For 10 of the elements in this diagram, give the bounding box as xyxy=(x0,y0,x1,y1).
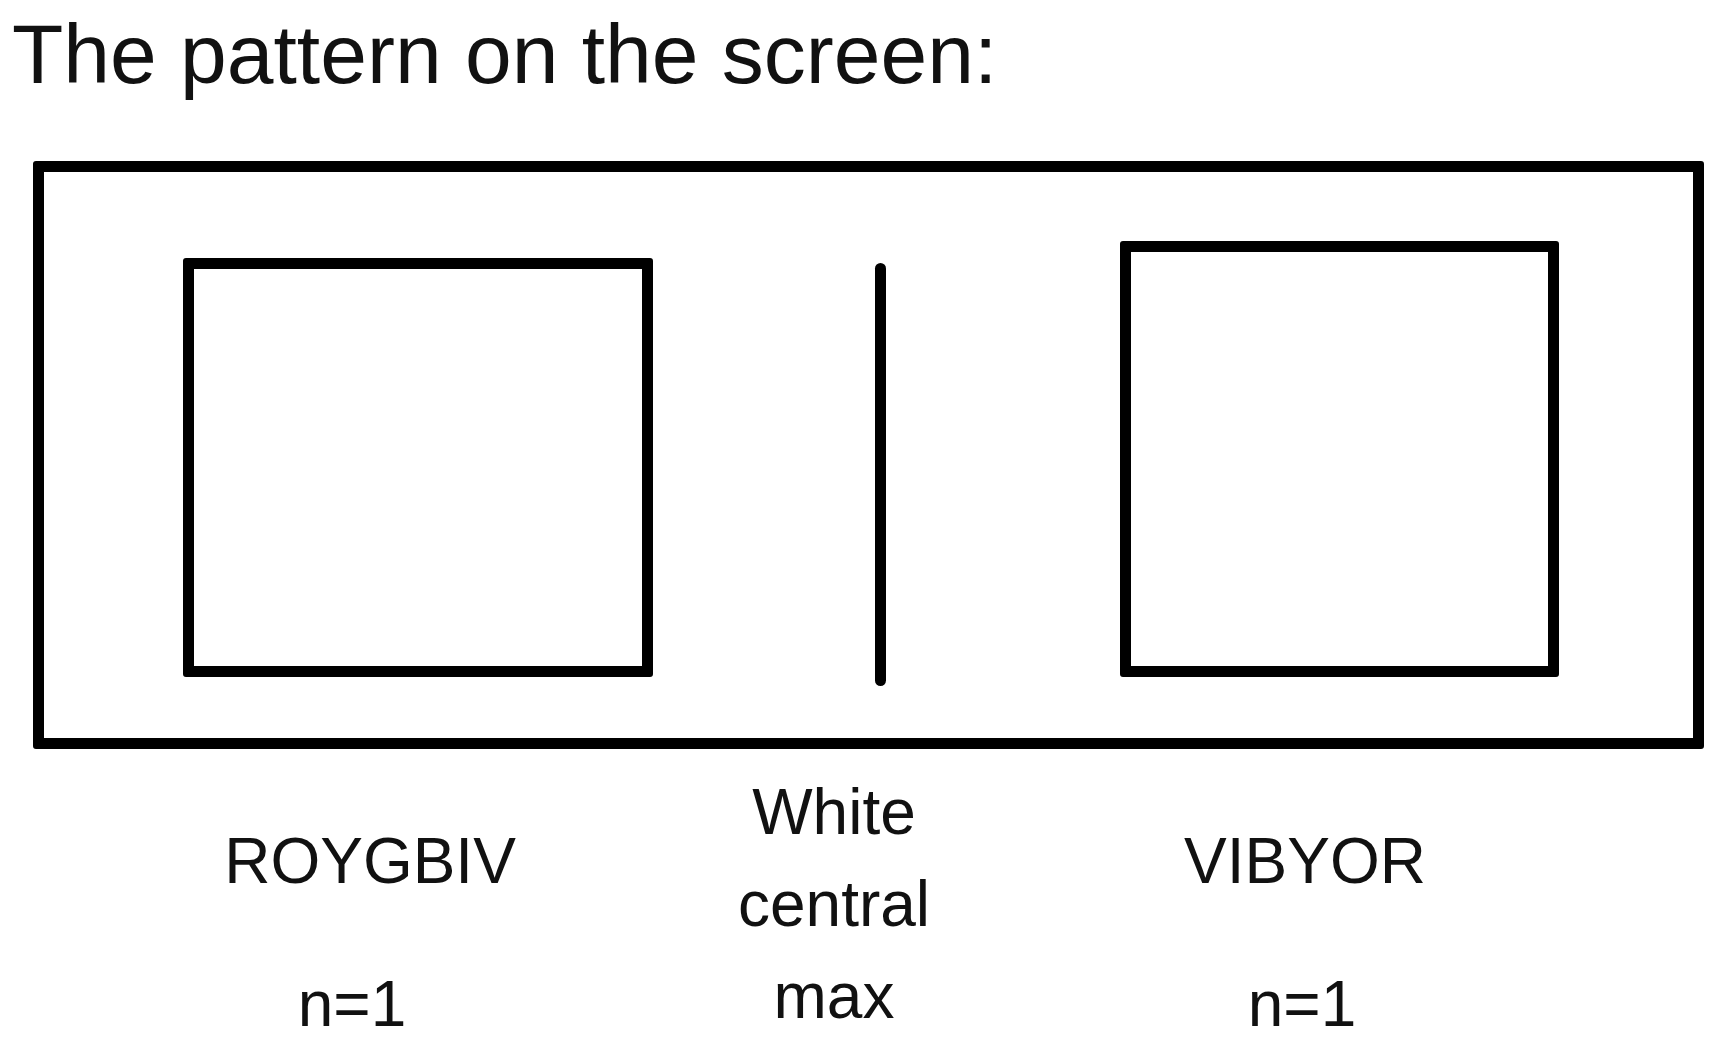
pattern-label: n=1 xyxy=(296,967,408,1042)
pattern-label: White central max xyxy=(736,775,932,1034)
title: The pattern on the screen: xyxy=(12,6,998,103)
screen-frame xyxy=(33,161,1704,749)
pattern-label: VIBYOR xyxy=(1183,824,1427,899)
pattern-label: n=1 xyxy=(1246,967,1358,1042)
vertical-line xyxy=(875,263,886,686)
square-frame xyxy=(183,258,653,677)
pattern-label: ROYGBIV xyxy=(223,824,517,899)
square-frame xyxy=(1120,241,1559,677)
